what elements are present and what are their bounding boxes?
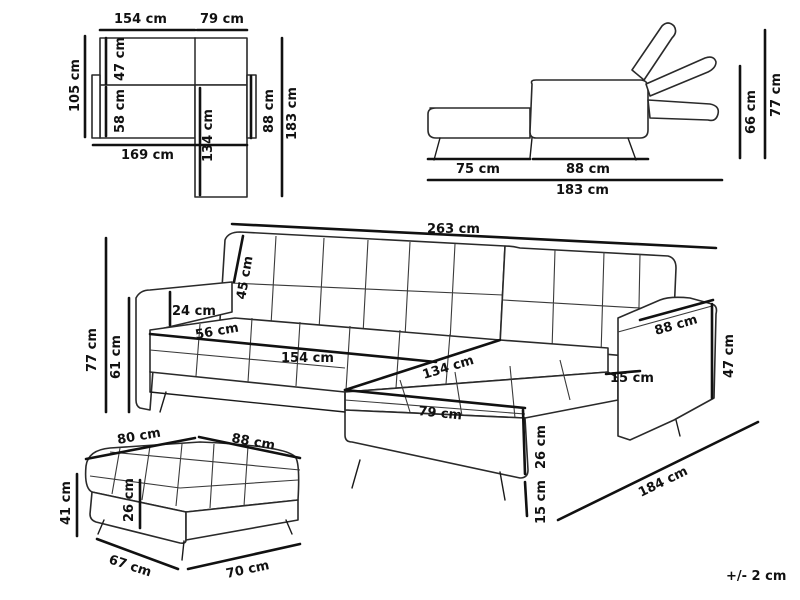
top-bottom-width-label: 169 cm	[121, 148, 174, 163]
ottoman-cushion-label: 26 cm	[122, 478, 137, 522]
side-back-mid	[645, 56, 717, 97]
top-width-left-label: 154 cm	[114, 12, 167, 27]
main-cushion-height-label: 26 cm	[534, 425, 549, 469]
side-total-label: 183 cm	[556, 183, 609, 198]
top-back-label: 47 cm	[113, 37, 128, 81]
side-left-seg-label: 75 cm	[456, 162, 500, 177]
main-seat-width-label: 154 cm	[281, 351, 334, 366]
top-total-length-label: 183 cm	[285, 87, 300, 140]
top-chaise-length-label: 134 cm	[201, 109, 216, 162]
main-arm-width-label: 15 cm	[610, 371, 654, 386]
top-seat-label: 58 cm	[113, 89, 128, 133]
side-seat	[427, 107, 531, 139]
main-arm-height-label: 47 cm	[722, 334, 737, 378]
top-view-chaise	[194, 84, 248, 198]
main-leg-height-label: 15 cm	[534, 480, 549, 524]
ottoman-height-label: 41 cm	[59, 481, 74, 525]
side-back-flat	[647, 99, 720, 122]
ottoman-view: 80 cm 88 cm 41 cm 26 cm 67 cm 70 cm	[59, 426, 302, 582]
side-height-b-label: 77 cm	[769, 73, 784, 117]
main-chaise-width-label: 79 cm	[418, 404, 463, 424]
main-arm-inner-label: 24 cm	[172, 304, 216, 319]
side-height-a-label: 66 cm	[744, 90, 759, 134]
main-total-width-label: 263 cm	[427, 222, 480, 237]
ottoman-front	[89, 491, 187, 544]
side-view: 75 cm 88 cm 183 cm 66 cm 77 cm	[426, 22, 784, 198]
top-depth-label: 105 cm	[68, 59, 83, 112]
side-right-seg-label: 88 cm	[566, 162, 610, 177]
tolerance-note: +/- 2 cm	[726, 569, 786, 584]
top-chaise-width-label: 88 cm	[262, 89, 277, 133]
ottoman-length-label: 70 cm	[225, 558, 271, 582]
top-view-left-arm	[91, 74, 101, 139]
main-total-height-label: 77 cm	[85, 328, 100, 372]
top-width-right-label: 79 cm	[200, 12, 244, 27]
top-view-plan: 154 cm 79 cm 105 cm 47 cm 58 cm 169 cm 1…	[68, 12, 300, 198]
main-sofa-view: 263 cm 45 cm 24 cm 56 cm 154 cm 134 cm 7…	[85, 222, 760, 524]
main-seat-height-label: 61 cm	[109, 335, 124, 379]
ottoman-side	[185, 499, 299, 541]
side-back-up	[631, 22, 677, 81]
main-seat	[149, 317, 609, 393]
main-chaise-front	[344, 391, 529, 479]
side-arm-block	[529, 79, 649, 139]
